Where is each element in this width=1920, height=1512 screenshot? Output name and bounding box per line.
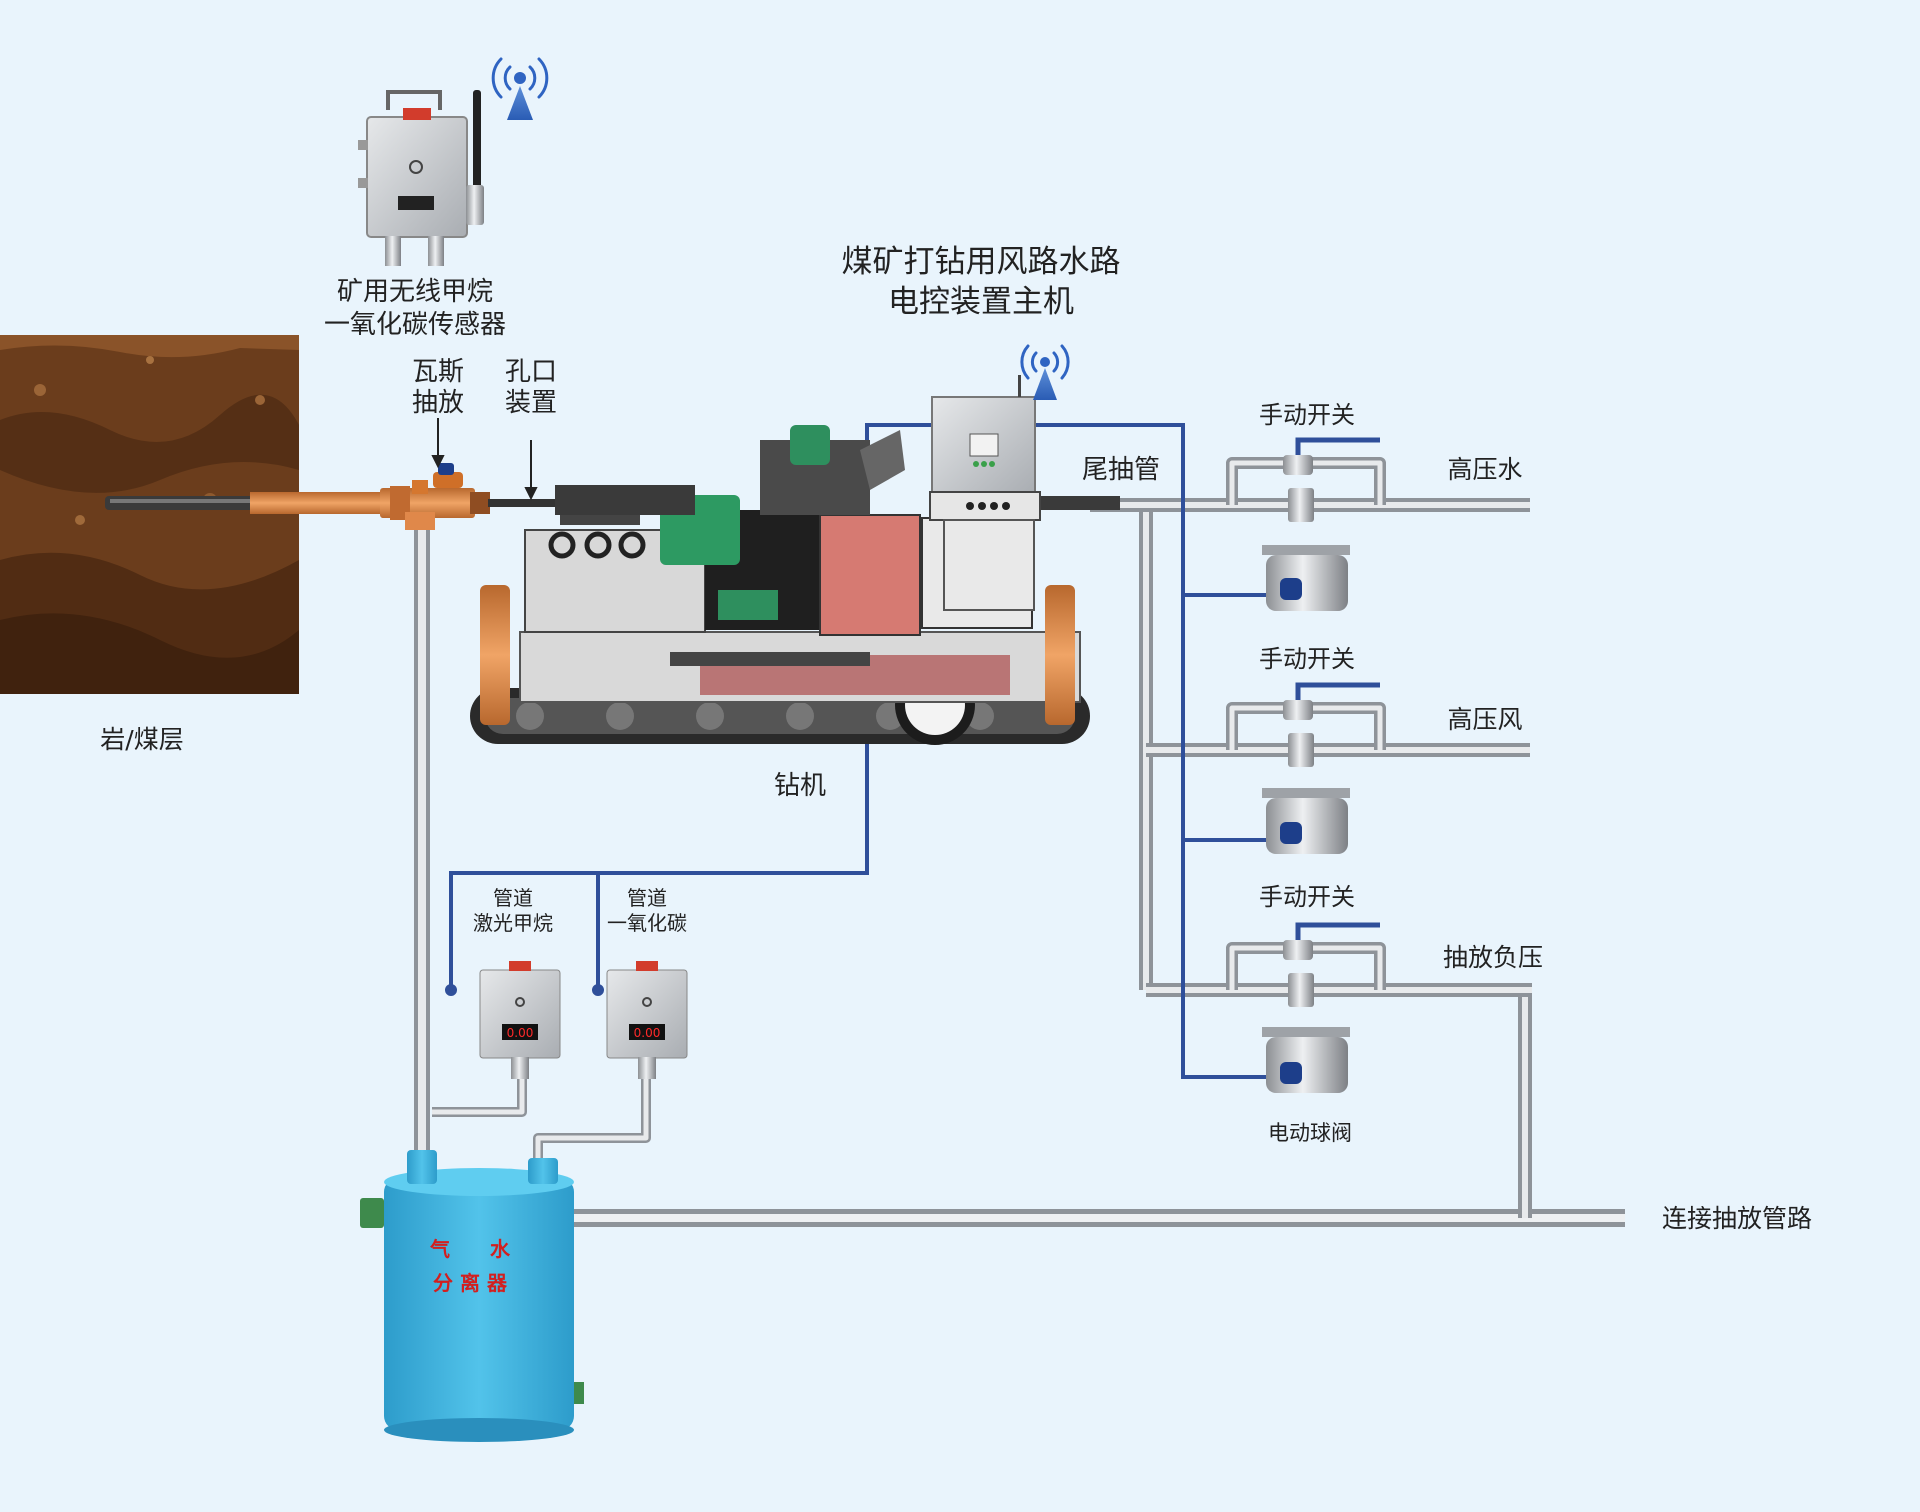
separator-label-line-2: 分 离 器 bbox=[433, 1271, 508, 1295]
manual-switch-label-3: 手动开关 bbox=[1259, 883, 1355, 911]
drill-rig bbox=[470, 425, 1120, 745]
pipe-methane-sensor bbox=[479, 961, 561, 1079]
pipe-co-sensor bbox=[606, 961, 688, 1079]
wifi-icon bbox=[1020, 344, 1070, 400]
methane-display-value: 0.00 bbox=[507, 1026, 534, 1040]
rock-coal-layer bbox=[0, 335, 299, 694]
valve-assembly-drainage bbox=[1262, 922, 1380, 1093]
pipe-methane-label-line-1: 管道 bbox=[493, 886, 533, 910]
pipe-co-label-line-1: 管道 bbox=[627, 886, 667, 910]
manual-switch-label-2: 手动开关 bbox=[1259, 645, 1355, 673]
drainage-pressure-label: 抽放负压 bbox=[1443, 943, 1543, 972]
valve-assembly-water bbox=[1262, 437, 1380, 611]
pipe-network bbox=[414, 457, 1625, 1227]
gas-drainage-valve bbox=[405, 463, 463, 530]
gas-water-separator bbox=[360, 1150, 584, 1442]
connect-drainage-label: 连接抽放管路 bbox=[1662, 1204, 1812, 1233]
sensor-label-line-1: 矿用无线甲烷 bbox=[337, 277, 493, 307]
pipe-methane-label-line-2: 激光甲烷 bbox=[473, 911, 553, 935]
sensor-label-line-2: 一氧化碳传感器 bbox=[324, 310, 506, 340]
high-pressure-air-label: 高压风 bbox=[1447, 705, 1522, 734]
co-display-value: 0.00 bbox=[634, 1026, 661, 1040]
hole-device-label-line-1: 孔口 bbox=[505, 357, 557, 387]
hole-device-label-line-2: 装置 bbox=[505, 388, 557, 418]
drill-label: 钻机 bbox=[774, 771, 826, 801]
wifi-icon bbox=[491, 57, 549, 120]
drill-rod bbox=[105, 486, 558, 520]
main-control-unit bbox=[929, 375, 1041, 611]
valve-assembly-air bbox=[1262, 682, 1380, 854]
rock-coal-label: 岩/煤层 bbox=[100, 725, 183, 754]
title-line-2: 电控装置主机 bbox=[888, 284, 1074, 320]
tail-pipe-label: 尾抽管 bbox=[1082, 455, 1160, 485]
high-pressure-water-label: 高压水 bbox=[1447, 455, 1522, 484]
gas-drainage-label-line-1: 瓦斯 bbox=[412, 357, 464, 387]
wireless-sensor-device bbox=[358, 90, 484, 266]
manual-switch-label-1: 手动开关 bbox=[1259, 401, 1355, 429]
pointer-arrows bbox=[431, 418, 538, 501]
gas-drainage-label-line-2: 抽放 bbox=[412, 388, 464, 418]
title-line-1: 煤矿打钻用风路水路 bbox=[842, 244, 1121, 280]
electric-ball-valve-label: 电动球阀 bbox=[1268, 1121, 1352, 1145]
pipe-co-label-line-2: 一氧化碳 bbox=[607, 911, 687, 935]
separator-label-line-1: 气 水 bbox=[429, 1237, 511, 1261]
